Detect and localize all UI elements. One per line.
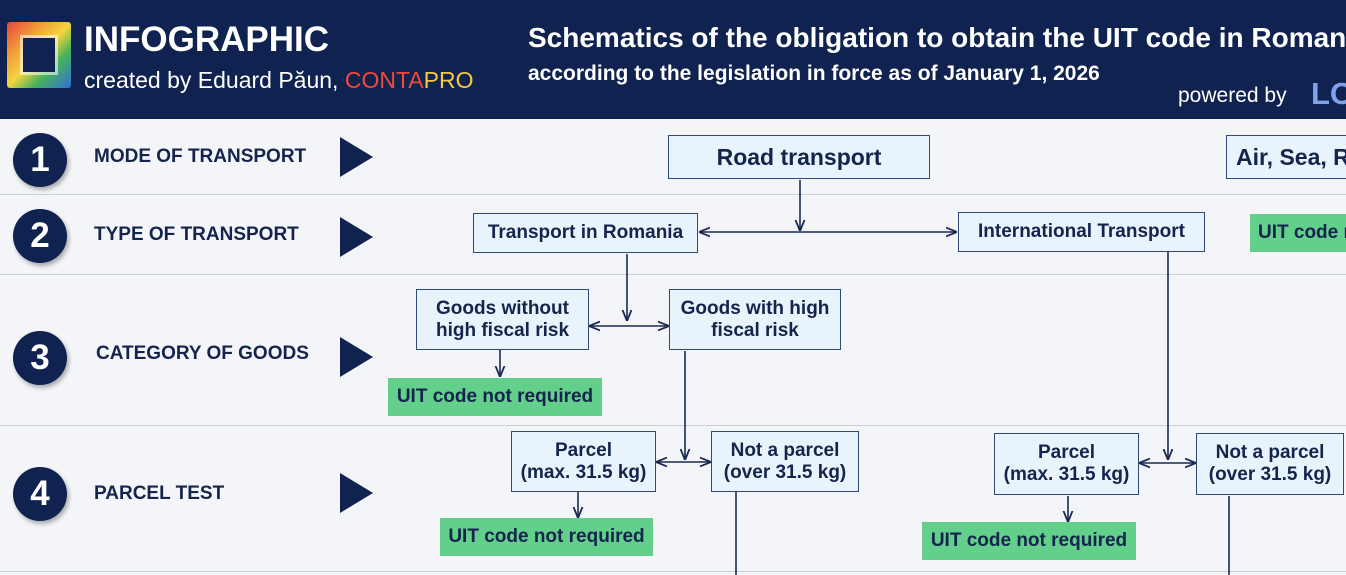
diagram-subtitle: according to the legislation in force as… (528, 62, 1100, 85)
badge-uit-not-required-air: UIT code n (1250, 214, 1346, 252)
powered-by-brand: LO (1311, 76, 1346, 111)
header-banner: INFOGRAPHIC created by Eduard Păun, CONT… (0, 0, 1346, 119)
step-label-4: PARCEL TEST (94, 483, 225, 504)
infographic-title: INFOGRAPHIC (84, 20, 329, 59)
step-row-3: 3 CATEGORY OF GOODS (0, 275, 1346, 426)
author-credit: created by Eduard Păun, CONTAPRO (84, 67, 474, 93)
node-parcel-international: Parcel(max. 31.5 kg) (994, 433, 1139, 495)
step-row-4: 4 PARCEL TEST (0, 426, 1346, 572)
step-label-3: CATEGORY OF GOODS (96, 343, 309, 364)
step-row-1: 1 MODE OF TRANSPORT (0, 119, 1346, 195)
badge-uit-not-required-parcel-domestic: UIT code not required (440, 518, 653, 556)
node-transport-romania: Transport in Romania (473, 213, 698, 253)
step-number-1: 1 (13, 133, 67, 187)
step-arrow-4-icon (340, 473, 373, 513)
powered-by-label: powered by (1178, 84, 1287, 107)
node-parcel-domestic: Parcel(max. 31.5 kg) (511, 431, 656, 492)
badge-uit-not-required-parcel-international: UIT code not required (922, 522, 1136, 560)
node-international-transport: International Transport (958, 212, 1205, 252)
step-arrow-2-icon (340, 217, 373, 257)
step-label-1: MODE OF TRANSPORT (94, 146, 307, 167)
step-row-2: 2 TYPE OF TRANSPORT (0, 195, 1346, 275)
diagram-main-title: Schematics of the obligation to obtain t… (528, 22, 1346, 53)
step-number-2: 2 (13, 209, 67, 263)
node-air-sea-rail: Air, Sea, Ra (1226, 135, 1346, 179)
step-label-2: TYPE OF TRANSPORT (94, 224, 299, 245)
node-not-parcel-domestic: Not a parcel(over 31.5 kg) (711, 431, 859, 492)
step-arrow-3-icon (340, 337, 373, 377)
infographic-logo-icon (7, 22, 71, 88)
badge-uit-not-required-goods: UIT code not required (388, 378, 602, 416)
node-road-transport: Road transport (668, 135, 930, 179)
node-not-parcel-international: Not a parcel(over 31.5 kg) (1196, 433, 1344, 495)
step-number-4: 4 (13, 467, 67, 521)
step-number-3: 3 (13, 331, 67, 385)
step-arrow-1-icon (340, 137, 373, 177)
